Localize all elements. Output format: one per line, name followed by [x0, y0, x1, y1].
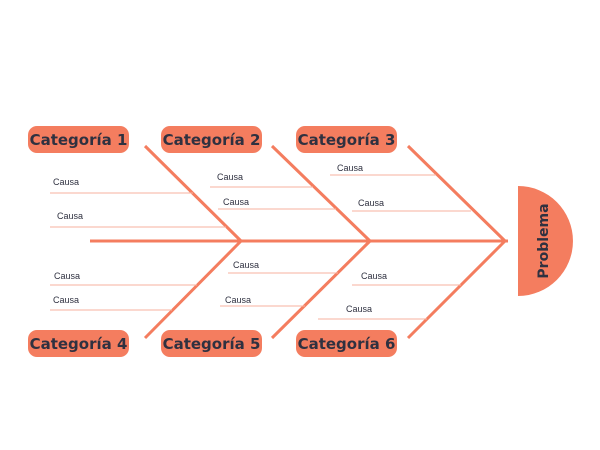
- bone-category-3: [406, 144, 507, 243]
- cause-label: Causa: [337, 163, 363, 173]
- cause-label: Causa: [53, 295, 79, 305]
- category-3-pill: [296, 126, 397, 153]
- cause-label: Causa: [358, 198, 384, 208]
- category-3-label: Categoría 3: [298, 131, 396, 149]
- category-4-pill: [28, 330, 129, 357]
- bone-category-6: [406, 239, 507, 340]
- category-6-label: Categoría 6: [298, 335, 396, 353]
- category-2-pill: [161, 126, 262, 153]
- cause-label: Causa: [361, 271, 387, 281]
- cause-label: Causa: [223, 197, 249, 207]
- problem-head: [518, 186, 573, 296]
- category-2-label: Categoría 2: [163, 131, 261, 149]
- cause-label: Causa: [217, 172, 243, 182]
- category-5-label: Categoría 5: [163, 335, 261, 353]
- bone-category-2: [270, 144, 372, 243]
- category-4-label: Categoría 4: [30, 335, 128, 353]
- bone-category-4: [143, 239, 243, 340]
- cause-label: Causa: [54, 271, 80, 281]
- category-1-label: Categoría 1: [30, 131, 128, 149]
- bone-category-5: [270, 239, 372, 340]
- cause-label: Causa: [225, 295, 251, 305]
- category-6-pill: [296, 330, 397, 357]
- cause-label: Causa: [57, 211, 83, 221]
- cause-label: Causa: [233, 260, 259, 270]
- cause-label: Causa: [346, 304, 372, 314]
- category-1-pill: [28, 126, 129, 153]
- problem-label: Problema: [536, 203, 552, 278]
- cause-label: Causa: [53, 177, 79, 187]
- category-5-pill: [161, 330, 262, 357]
